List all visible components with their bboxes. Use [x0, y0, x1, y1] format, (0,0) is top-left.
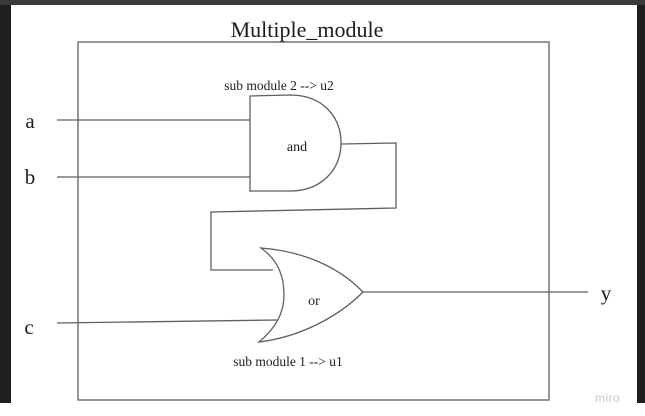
input-c-label[interactable]: c: [24, 315, 33, 339]
or-gate-annotation[interactable]: sub module 1 --> u1: [233, 354, 343, 369]
input-a-label[interactable]: a: [25, 109, 35, 133]
module-title[interactable]: Multiple_module: [231, 17, 384, 42]
window-left-edge: [0, 0, 11, 403]
wire-input-c[interactable]: [56, 319, 278, 324]
and-gate-label[interactable]: and: [287, 140, 307, 155]
or-gate[interactable]: [256, 247, 364, 343]
miro-watermark: miro: [595, 391, 620, 405]
window-top-edge: [0, 0, 645, 5]
window-right-edge: [637, 0, 645, 403]
output-y-label[interactable]: y: [601, 281, 612, 305]
module-boundary-box[interactable]: [77, 41, 550, 401]
and-gate[interactable]: [249, 94, 342, 192]
and-gate-annotation[interactable]: sub module 2 --> u2: [224, 78, 334, 93]
wire-and-output-to-or[interactable]: [210, 142, 397, 271]
input-b-label[interactable]: b: [25, 165, 36, 189]
or-gate-label[interactable]: or: [308, 294, 320, 309]
